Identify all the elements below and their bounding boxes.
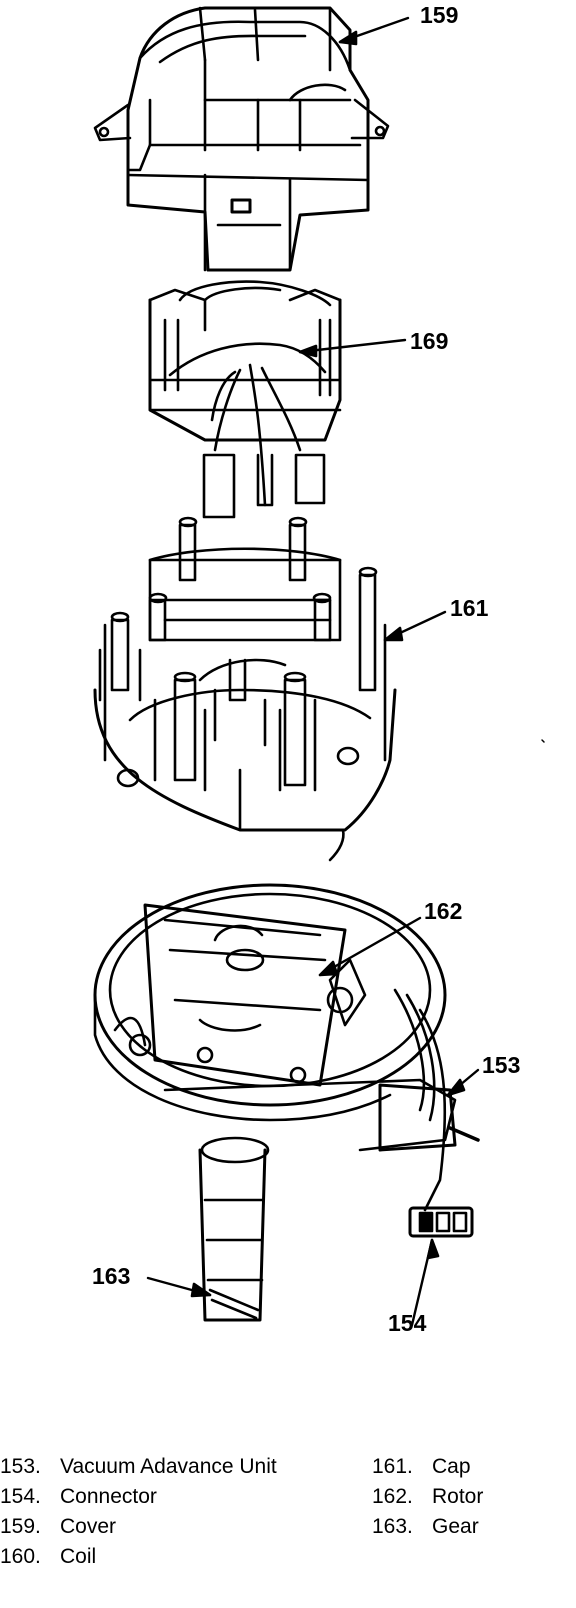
callout-169: 169 <box>410 328 449 354</box>
legend-item: 153. Vacuum Adavance Unit <box>0 1456 277 1477</box>
legend-number: 153. <box>0 1455 41 1478</box>
legend-label: Vacuum Adavance Unit <box>60 1455 277 1478</box>
callout-159: 159 <box>420 2 459 28</box>
legend-item: 162. Rotor <box>372 1486 483 1507</box>
distributor-exploded-diagram <box>0 0 545 1420</box>
hairline-mark <box>541 739 545 743</box>
legend-number: 162. <box>372 1485 413 1508</box>
legend-item: 163. Gear <box>372 1516 479 1537</box>
legend-number: 159. <box>0 1515 41 1538</box>
legend-item: 160. Coil <box>0 1546 96 1567</box>
legend-label: Cap <box>432 1455 471 1478</box>
parts-legend: 153. Vacuum Adavance Unit 154. Connector 1… <box>0 1452 576 1602</box>
legend-number: 154. <box>0 1485 41 1508</box>
distributor-body-part <box>95 885 478 1325</box>
legend-number: 161. <box>372 1455 413 1478</box>
legend-label: Rotor <box>432 1485 484 1508</box>
legend-label: Coil <box>60 1545 97 1568</box>
cap-part <box>95 518 445 860</box>
legend-number: 160. <box>0 1545 41 1568</box>
coil-assembly-part <box>150 282 405 517</box>
legend-label: Connector <box>60 1485 157 1508</box>
callout-154: 154 <box>388 1310 427 1336</box>
callout-163: 163 <box>92 1263 131 1289</box>
legend-item: 161. Cap <box>372 1456 471 1477</box>
legend-item: 159. Cover <box>0 1516 116 1537</box>
cover-part <box>95 8 408 270</box>
callout-162: 162 <box>424 898 463 924</box>
legend-label: Cover <box>60 1515 117 1538</box>
callout-153: 153 <box>482 1052 521 1078</box>
legend-number: 163. <box>372 1515 413 1538</box>
legend-item: 154. Connector <box>0 1486 157 1507</box>
callout-161: 161 <box>450 595 489 621</box>
legend-label: Gear <box>432 1515 479 1538</box>
